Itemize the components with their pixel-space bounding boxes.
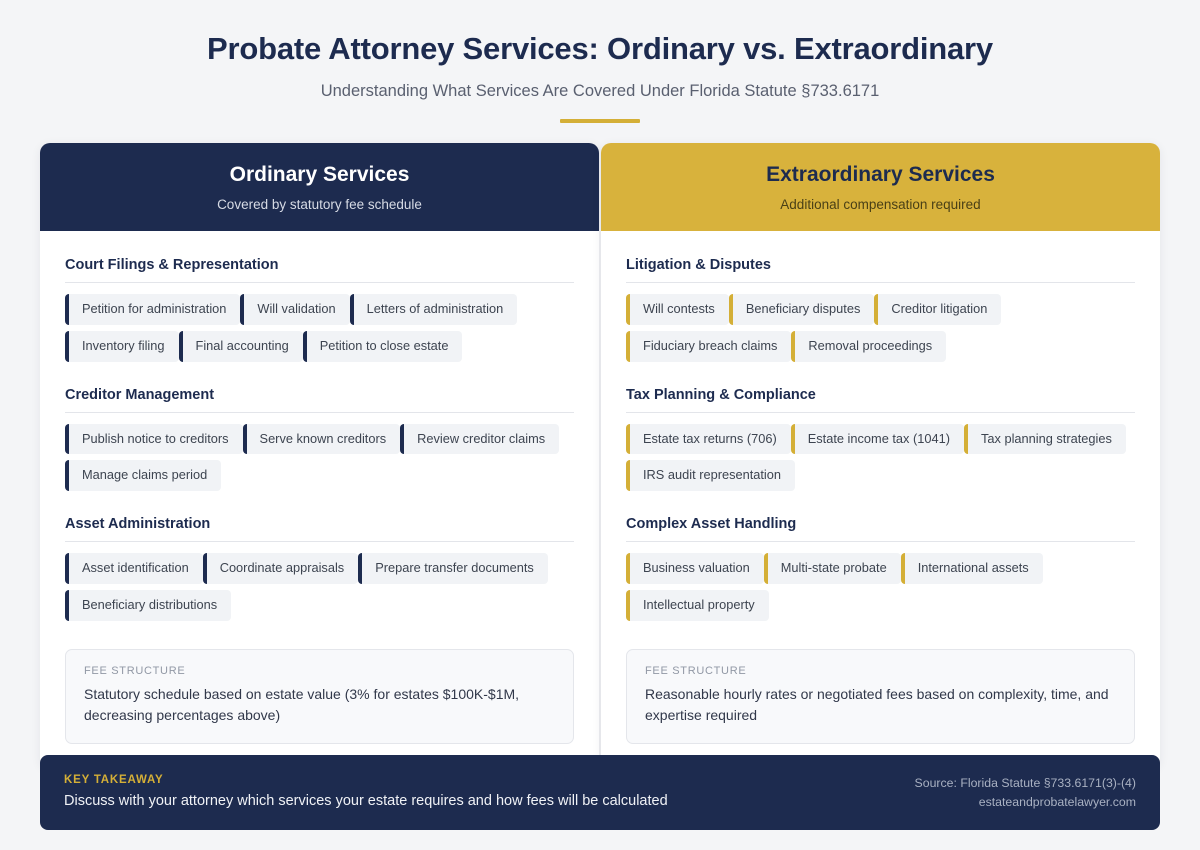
service-tag[interactable]: Letters of administration — [349, 294, 518, 325]
service-tag[interactable]: Inventory filing — [65, 330, 179, 362]
service-tag[interactable]: Tax planning strategies — [963, 423, 1126, 455]
service-tag[interactable]: Coordinate appraisals — [202, 553, 359, 584]
ordinary-card-subtitle: Covered by statutory fee schedule — [217, 196, 422, 212]
section-complex-assets: Complex Asset Handling Business valuatio… — [626, 516, 1135, 627]
section-title: Complex Asset Handling — [626, 516, 1135, 543]
ordinary-card-header: Ordinary Services Covered by statutory f… — [40, 143, 599, 231]
service-tag[interactable]: International assets — [900, 553, 1043, 584]
service-tag[interactable]: Estate income tax (1041) — [790, 423, 964, 455]
ordinary-card-title: Ordinary Services — [229, 163, 410, 187]
section-litigation-disputes: Litigation & Disputes Will contests Bene… — [626, 257, 1135, 368]
tag-row: Will contests Beneficiary disputes Credi… — [626, 294, 1135, 368]
service-tag[interactable]: Serve known creditors — [242, 423, 401, 455]
extraordinary-card-header: Extraordinary Services Additional compen… — [601, 143, 1160, 231]
extraordinary-card-subtitle: Additional compensation required — [780, 196, 981, 212]
tag-row: Publish notice to creditors Serve known … — [65, 423, 574, 498]
fee-structure-label: FEE STRUCTURE — [84, 664, 186, 677]
section-creditor-management: Creditor Management Publish notice to cr… — [65, 387, 574, 498]
key-takeaway-footer: KEY TAKEAWAY Discuss with your attorney … — [40, 755, 1160, 830]
page-subtitle: Understanding What Services Are Covered … — [320, 81, 880, 100]
section-title: Asset Administration — [65, 516, 574, 543]
fee-structure-text: Statutory schedule based on estate value… — [84, 685, 520, 724]
service-tag[interactable]: Fiduciary breach claims — [626, 330, 792, 362]
service-tag[interactable]: Will validation — [240, 294, 350, 325]
section-title: Litigation & Disputes — [626, 257, 1135, 283]
page-title: Probate Attorney Services: Ordinary vs. … — [207, 31, 993, 66]
service-tag[interactable]: Business valuation — [626, 553, 764, 584]
service-tag[interactable]: Petition to close estate — [302, 330, 463, 362]
fee-structure-label: FEE STRUCTURE — [645, 664, 747, 677]
service-tag[interactable]: Removal proceedings — [791, 330, 947, 362]
service-tag[interactable]: IRS audit representation — [626, 460, 796, 492]
service-tag[interactable]: Multi-state probate — [763, 553, 901, 584]
service-tag[interactable]: Publish notice to creditors — [65, 423, 243, 455]
section-tax-planning: Tax Planning & Compliance Estate tax ret… — [626, 387, 1135, 498]
extraordinary-fee-structure-box: FEE STRUCTURE Reasonable hourly rates or… — [626, 648, 1135, 745]
ordinary-card-body: Court Filings & Representation Petition … — [40, 231, 599, 768]
service-tag[interactable]: Petition for administration — [65, 294, 241, 325]
takeaway-text: Discuss with your attorney which service… — [64, 793, 668, 810]
comparison-columns: Ordinary Services Covered by statutory f… — [40, 143, 1160, 769]
takeaway-label: KEY TAKEAWAY — [64, 774, 164, 787]
takeaway-block: KEY TAKEAWAY Discuss with your attorney … — [64, 774, 668, 811]
ordinary-services-card: Ordinary Services Covered by statutory f… — [40, 143, 599, 769]
service-tag[interactable]: Beneficiary disputes — [728, 294, 875, 325]
section-title: Court Filings & Representation — [65, 257, 574, 283]
extraordinary-card-body: Litigation & Disputes Will contests Bene… — [601, 231, 1160, 768]
extraordinary-services-card: Extraordinary Services Additional compen… — [601, 143, 1160, 769]
source-block: Source: Florida Statute §733.6171(3)-(4)… — [915, 774, 1136, 811]
tag-row: Petition for administration Will validat… — [65, 294, 574, 368]
section-title: Tax Planning & Compliance — [626, 387, 1135, 413]
source-statute: Source: Florida Statute §733.6171(3)-(4) — [914, 776, 1136, 791]
service-tag[interactable]: Beneficiary distributions — [65, 589, 232, 621]
tag-row: Asset identification Coordinate appraisa… — [65, 553, 574, 627]
tag-row: Business valuation Multi-state probate I… — [626, 553, 1135, 627]
source-website[interactable]: estateandprobatelawyer.com — [978, 794, 1136, 809]
service-tag[interactable]: Will contests — [626, 294, 729, 325]
section-title: Creditor Management — [65, 387, 574, 413]
extraordinary-card-title: Extraordinary Services — [766, 163, 995, 187]
service-tag[interactable]: Review creditor claims — [400, 423, 560, 455]
fee-structure-text: Reasonable hourly rates or negotiated fe… — [645, 685, 1109, 724]
service-tag[interactable]: Estate tax returns (706) — [626, 423, 791, 455]
service-tag[interactable]: Intellectual property — [626, 589, 769, 621]
service-tag[interactable]: Final accounting — [178, 330, 303, 362]
tag-row: Estate tax returns (706) Estate income t… — [626, 423, 1135, 498]
service-tag[interactable]: Asset identification — [65, 553, 203, 584]
page-header: Probate Attorney Services: Ordinary vs. … — [0, 0, 1200, 123]
service-tag[interactable]: Prepare transfer documents — [358, 553, 548, 584]
section-asset-administration: Asset Administration Asset identificatio… — [65, 516, 574, 627]
header-accent-rule — [560, 118, 640, 123]
service-tag[interactable]: Manage claims period — [65, 460, 222, 492]
service-tag[interactable]: Creditor litigation — [874, 294, 1002, 325]
ordinary-fee-structure-box: FEE STRUCTURE Statutory schedule based o… — [65, 648, 574, 745]
section-court-filings: Court Filings & Representation Petition … — [65, 257, 574, 368]
